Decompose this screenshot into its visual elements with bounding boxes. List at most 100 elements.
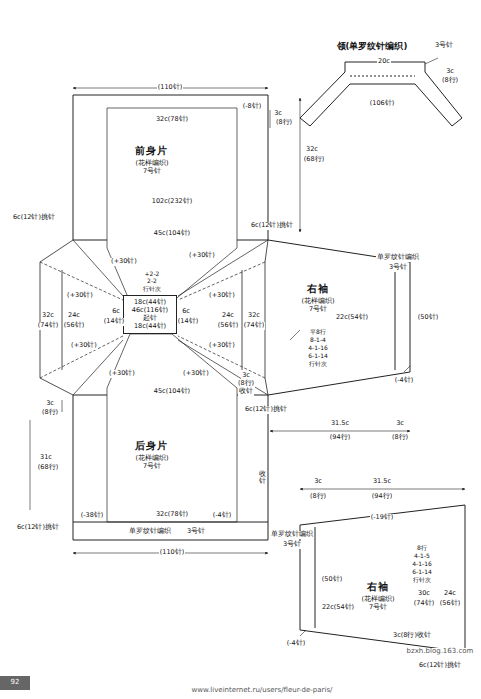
- dimension-label: 3c: [241, 372, 251, 379]
- piece-name: 后身片: [135, 440, 168, 453]
- dimension-label: (50针): [417, 314, 439, 321]
- dimension-label: 2-2: [146, 278, 158, 285]
- dimension-label: (+30针): [208, 342, 236, 349]
- dimension-label: 32c(78针): [155, 116, 189, 123]
- garment-outlines: [40, 62, 465, 652]
- sleeve-outline: [268, 240, 410, 395]
- dimension-label: (94行): [371, 493, 393, 500]
- dimension-label: (14针): [177, 318, 199, 325]
- dimension-label: +2-2: [144, 271, 161, 278]
- watermark: bzxh.blog.163.com: [406, 648, 475, 656]
- dimension-label: (74针): [37, 322, 59, 329]
- dimension-label: 45c(104针): [153, 388, 191, 395]
- dimension-label: (74针): [413, 600, 435, 607]
- dimension-label: 6c: [111, 308, 121, 315]
- dimension-label: 4-1-16: [307, 345, 329, 352]
- piece-name: 右袖: [301, 283, 334, 296]
- dimension-label: 平8行: [309, 329, 327, 336]
- dimension-label: (-8针): [242, 103, 263, 110]
- dimension-label: 3c(8行)收针: [392, 632, 432, 639]
- neck-opening-box: 18c(44针)46c(116针)起针18c(44针): [123, 295, 177, 334]
- dimension-label: (+30针): [182, 370, 210, 377]
- garment-piece: 后身片(花样编织)7号针: [135, 440, 168, 471]
- piece-note: 7号针: [135, 462, 168, 470]
- dimension-label: (110针): [159, 549, 185, 556]
- piece-note: 7号针: [135, 167, 168, 175]
- dimension-label: (-19针): [370, 514, 395, 521]
- piece-note: (花样编织): [135, 454, 168, 462]
- piece-note: 7号针: [301, 305, 334, 313]
- dimension-label: 32c: [247, 312, 261, 319]
- dimension-label: 6c: [181, 308, 191, 315]
- dimension-label: (94行): [329, 434, 351, 441]
- piece-note: 7号针: [361, 603, 394, 611]
- piece-name: 右袖: [361, 581, 394, 594]
- garment-piece: 前身片(花样编织)7号针: [135, 145, 168, 176]
- dimension-label: (8行): [41, 409, 59, 416]
- dimension-label: 45c(104针): [153, 230, 191, 237]
- dimension-label: 3c: [45, 400, 55, 407]
- dimension-label: (74针): [243, 322, 265, 329]
- dimension-label: 6c(12针)挑针: [250, 222, 294, 229]
- dimension-label: (8行): [237, 380, 255, 387]
- dimension-label: 30c: [417, 590, 431, 597]
- dimension-label: (-4针): [286, 640, 307, 647]
- dimension-label: (-38针): [80, 512, 105, 519]
- dimension-label: 22c(54针): [335, 314, 369, 321]
- piece-note: (花样编织): [301, 297, 334, 305]
- dimension-label: (110针): [157, 84, 183, 91]
- dimension-label: (56针): [439, 600, 461, 607]
- dimension-label: 32c(78针): [155, 511, 189, 518]
- dimension-label: 收针: [238, 388, 254, 395]
- piece-note: 18c(44针): [127, 322, 173, 330]
- dimension-label: 6c(12针)挑针: [12, 214, 56, 221]
- dimension-label: 32c: [41, 312, 55, 319]
- dimension-label: (56针): [63, 322, 85, 329]
- dimension-label: 8行: [416, 545, 428, 552]
- dimension-lines: [30, 58, 465, 636]
- dimension-label: (106针): [369, 100, 395, 107]
- collar-outline: [300, 62, 462, 126]
- piece-note: (花样编织): [135, 159, 168, 167]
- dimension-label: 3c: [445, 68, 455, 75]
- dimension-label: (+30针): [70, 342, 98, 349]
- piece-note: (花样编织): [361, 595, 394, 603]
- dimension-label: 行针次: [412, 577, 432, 584]
- piece-note: 起针: [127, 314, 173, 322]
- dimension-label: 31c: [39, 454, 53, 461]
- garment-piece: 右袖(花样编织)7号针: [301, 283, 334, 314]
- dimension-label: 32c: [305, 146, 319, 153]
- dimension-label: 单罗纹针编织: [270, 531, 314, 538]
- dimension-label: (+30针): [208, 292, 236, 299]
- dimension-label: 收针: [258, 471, 267, 485]
- dimension-label: 6-1-14: [307, 353, 329, 360]
- dimension-label: 22c(54针): [321, 604, 355, 611]
- dimension-label: 8-1-4: [309, 337, 327, 344]
- dimension-label: 3号针: [282, 541, 302, 548]
- dimension-label: 3c: [273, 110, 283, 117]
- dimension-label: 20c: [377, 58, 391, 65]
- front-outline: [73, 95, 268, 240]
- dimension-label: (68行): [303, 156, 325, 163]
- dimension-label: 6c(12针)挑针: [418, 662, 462, 669]
- dimension-label: (+30针): [110, 258, 138, 265]
- dimension-label: 行针次: [308, 361, 328, 368]
- dimension-label: (+30针): [66, 292, 94, 299]
- dimension-label: (14针): [103, 318, 125, 325]
- dimension-label: 24c: [67, 312, 81, 319]
- dimension-label: (-4针): [394, 377, 415, 384]
- dimension-label: (-4针): [212, 512, 233, 519]
- dimension-label: 3号针: [186, 528, 206, 535]
- dimension-label: (50针): [321, 576, 343, 583]
- dimension-label: 24c: [221, 312, 235, 319]
- piece-name: 前身片: [135, 145, 168, 158]
- dimension-label: 单罗纹针编织: [376, 254, 420, 261]
- part-heading: 领(单罗纹针编织): [336, 42, 409, 51]
- sleeve-outline: [300, 505, 465, 652]
- dimension-label: (+30针): [108, 370, 136, 377]
- dimension-label: 单罗纹针编织: [128, 528, 172, 535]
- dimension-label: 6-1-14: [411, 569, 433, 576]
- dimension-label: 3号针: [434, 42, 454, 49]
- dimension-label: 31.5c: [330, 420, 350, 427]
